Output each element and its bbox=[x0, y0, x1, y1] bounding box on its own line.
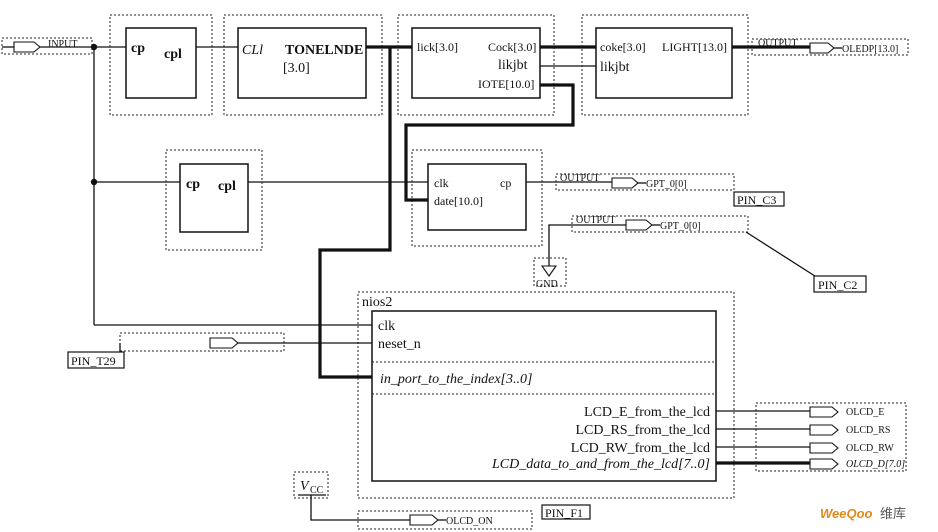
lcd-on-label: OLCD_ON bbox=[446, 516, 493, 527]
watermark-cn: 维库 bbox=[880, 506, 906, 522]
olcd-rs-label: OLCD_RS bbox=[846, 425, 890, 436]
inport-bus bbox=[318, 47, 392, 379]
pin-t29-label: PIN_T29 bbox=[71, 354, 116, 368]
pin-f1-tag bbox=[541, 504, 591, 520]
gpt1-output-tag: OUTPUT bbox=[560, 173, 599, 184]
pin-c3-label: PIN_C3 bbox=[737, 193, 776, 207]
gpt1-port-symbol bbox=[611, 177, 639, 189]
vcc-subscript: CC bbox=[310, 485, 324, 496]
cp2-input-label: cp bbox=[186, 177, 200, 192]
olcd-e-label: OLCD_E bbox=[846, 407, 884, 418]
pin-c2-tag bbox=[813, 275, 867, 293]
olcd-rs-port bbox=[809, 424, 839, 436]
oledp-output-tag: OUTPUT bbox=[758, 38, 797, 49]
light-output-label: LIGHT[13.0] bbox=[662, 40, 727, 54]
gpt1-pin-frame bbox=[555, 173, 735, 191]
cp-block-1-frame bbox=[109, 14, 213, 116]
reset-pin-frame bbox=[119, 332, 285, 352]
pin-f1-label: PIN_F1 bbox=[545, 506, 583, 520]
tone-input-label: CLl bbox=[242, 43, 263, 58]
oledp-port-symbol bbox=[809, 42, 835, 54]
input-port-symbol bbox=[13, 41, 41, 53]
light-input1-label: coke[3.0] bbox=[600, 40, 646, 54]
tone-title: TONELNDE bbox=[285, 43, 363, 58]
light-block-frame bbox=[581, 14, 749, 116]
watermark-brand: WeeQoo bbox=[820, 506, 873, 521]
cp1-input-label: cp bbox=[131, 41, 145, 56]
nios2-title: nios2 bbox=[362, 295, 392, 310]
cp2-output-label: cpl bbox=[218, 179, 236, 194]
tone-block bbox=[237, 27, 367, 99]
date-clk-label: clk bbox=[434, 176, 449, 190]
cp1-output-label: cpl bbox=[164, 47, 182, 62]
olcd-rw-port bbox=[809, 442, 839, 454]
vcc-label: V bbox=[300, 479, 310, 494]
pin-c2-label: PIN_C2 bbox=[818, 278, 857, 292]
oledp-pin-label: OLEDP[13.0] bbox=[842, 44, 898, 55]
clock-out2-label: likjbt bbox=[498, 58, 528, 73]
nios2-lcd-rw-label: LCD_RW_from_the_lcd bbox=[571, 441, 710, 456]
clock-block-frame bbox=[397, 14, 555, 116]
oledp-pin-frame bbox=[751, 38, 909, 56]
pin-c3-tag bbox=[733, 191, 785, 207]
nios2-lcd-e-label: LCD_E_from_the_lcd bbox=[584, 405, 710, 420]
input-pin-label: INPUT bbox=[48, 39, 77, 50]
pin-t29-tag bbox=[67, 351, 125, 369]
nios2-lcd-rs-label: LCD_RS_from_the_lcd bbox=[575, 423, 710, 438]
lcd-outputs-frame bbox=[755, 402, 907, 472]
olcd-d-label: OLCD_D[7.0] bbox=[846, 459, 905, 470]
nios2-clk-label: clk bbox=[378, 319, 395, 334]
gnd-label: GND bbox=[536, 279, 558, 290]
cp-block-2 bbox=[179, 163, 249, 233]
gpt2-output-tag: OUTPUT bbox=[576, 215, 615, 226]
date-cp-label: cp bbox=[500, 176, 511, 190]
olcd-rw-label: OLCD_RW bbox=[846, 443, 894, 454]
tone-bus-label: [3.0] bbox=[283, 61, 310, 76]
reset-port-symbol bbox=[209, 337, 239, 349]
date-block-frame bbox=[411, 149, 543, 247]
light-input2-label: likjbt bbox=[600, 60, 630, 75]
gnd-icon bbox=[540, 265, 558, 277]
nios2-lcd-data-label: LCD_data_to_and_from_the_lcd[7..0] bbox=[491, 457, 710, 472]
clock-out3-label: IOTE[10.0] bbox=[478, 77, 534, 91]
iote-bus bbox=[404, 83, 575, 202]
nios2-reset-label: neset_n bbox=[378, 337, 421, 352]
gpt1-pin-label: GPT_0[0] bbox=[646, 179, 687, 190]
light-block bbox=[595, 27, 733, 99]
cp-block-2-frame bbox=[165, 149, 263, 251]
gpt2-pin-frame bbox=[571, 215, 749, 233]
date-block bbox=[427, 163, 527, 231]
nios2-block bbox=[371, 310, 717, 482]
date-bus-label: date[10.0] bbox=[434, 194, 483, 208]
tone-block-frame bbox=[223, 14, 383, 116]
gpt2-pin-label: GPT_0[0] bbox=[660, 221, 701, 232]
clock-block bbox=[411, 27, 541, 99]
olcd-d-port bbox=[809, 458, 839, 470]
gpt2-port-symbol bbox=[625, 219, 653, 231]
lcd-on-port bbox=[409, 514, 439, 526]
nios2-inport-label: in_port_to_the_index[3..0] bbox=[380, 372, 532, 387]
cp-block-1 bbox=[125, 27, 197, 99]
olcd-e-port bbox=[809, 406, 839, 418]
gnd-frame bbox=[533, 257, 567, 287]
clock-out1-label: Cock[3.0] bbox=[488, 40, 536, 54]
nios2-frame bbox=[357, 291, 735, 499]
clock-input-label: lick[3.0] bbox=[417, 40, 458, 54]
